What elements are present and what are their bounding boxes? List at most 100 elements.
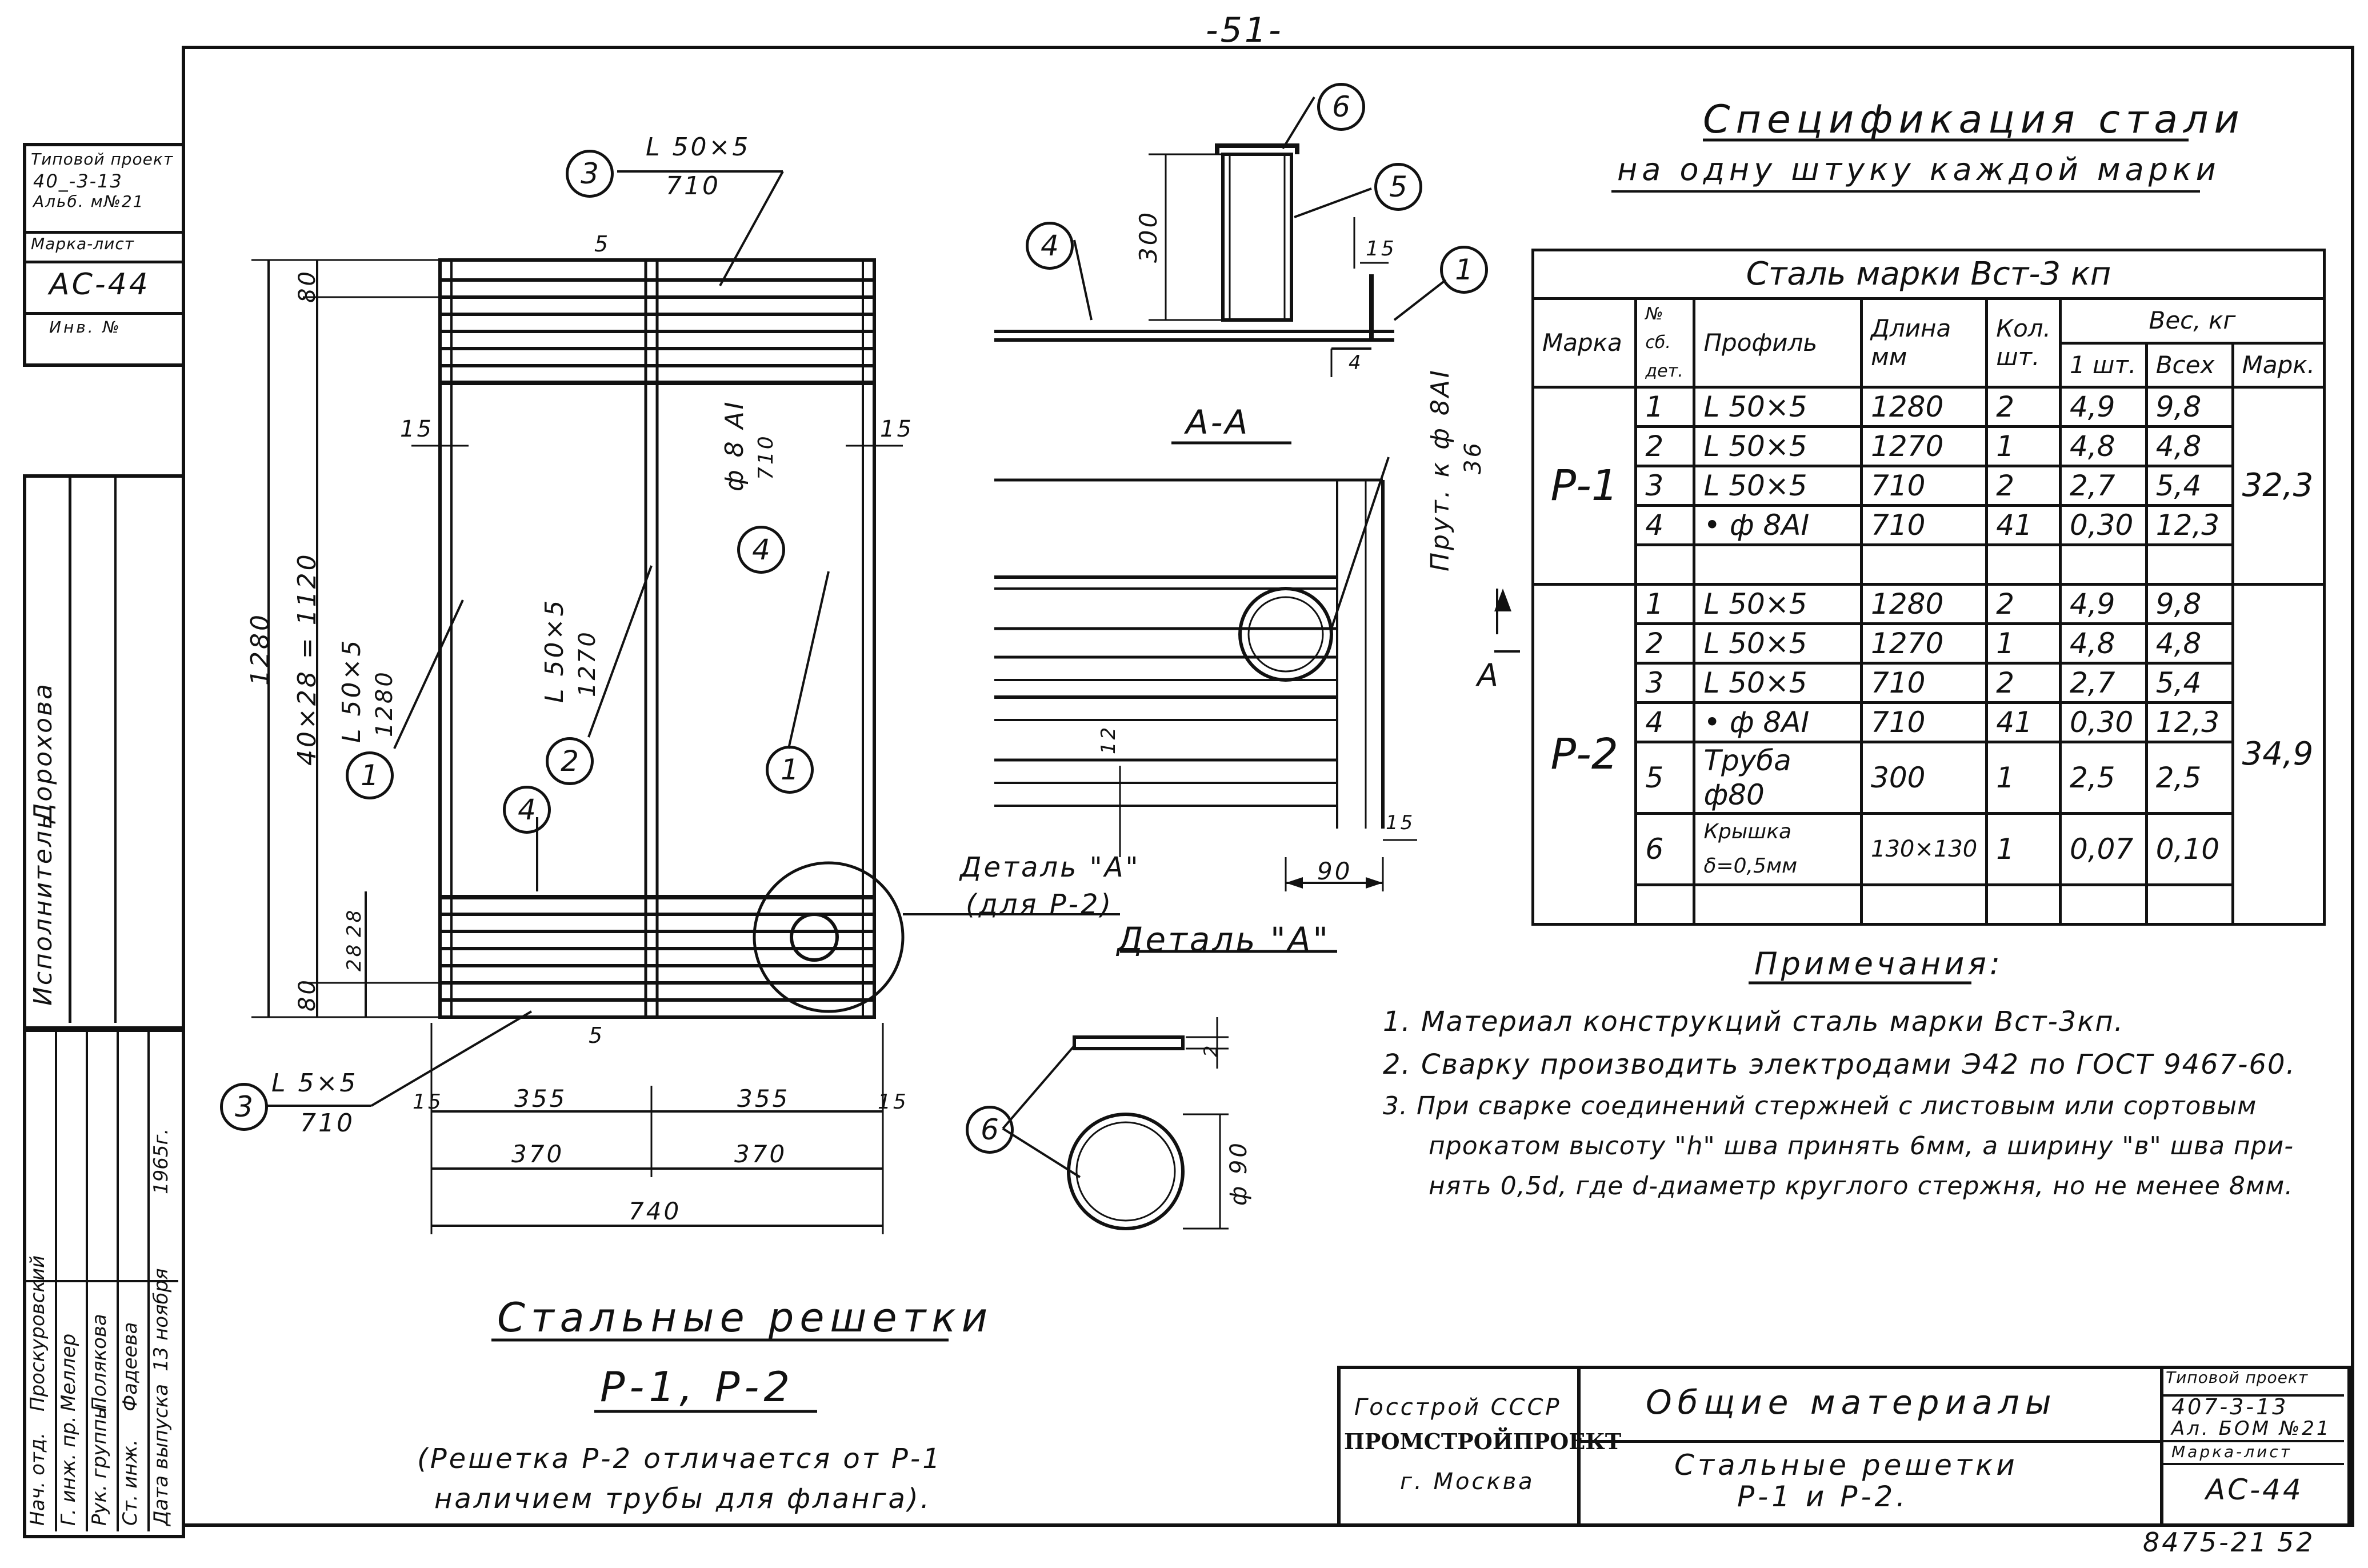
left-project-code: 40_-3-13 bbox=[33, 170, 123, 192]
tb-section: Общие материалы bbox=[1646, 1383, 2057, 1422]
hdr-profile: Профиль bbox=[1693, 297, 1863, 389]
tb-sheet-code: АС-44 bbox=[2206, 1473, 2303, 1506]
drawing-title-line2: Р-1, Р-2 bbox=[600, 1363, 795, 1411]
callout-4-bottom: 4 bbox=[503, 786, 551, 834]
group-total-p2: 34,9 bbox=[2231, 583, 2326, 926]
label-rod: ф 8 АI bbox=[720, 399, 749, 491]
detail-callout-line1: Деталь "А" bbox=[960, 851, 1141, 883]
dim-2: 2 bbox=[1200, 1043, 1222, 1057]
left-sheet-code: АС-44 bbox=[49, 267, 150, 302]
detail-label: Деталь "А" bbox=[1117, 920, 1331, 959]
callout-4-top: 4 bbox=[737, 526, 785, 574]
table-row: 2 L 50×5 1270 1 4,8 4,8 bbox=[1533, 425, 2325, 467]
note-3: 3. При сварке соединений стержней с лист… bbox=[1383, 1091, 2257, 1121]
footer-code: 8475-21 bbox=[2143, 1527, 2269, 1558]
hdr-all: Всех bbox=[2145, 341, 2234, 389]
dim-4: 4 bbox=[1349, 351, 1363, 374]
note-1: 1. Материал конструкций сталь марки Вст-… bbox=[1383, 1006, 2124, 1038]
table-row-empty bbox=[1533, 883, 2325, 926]
tb-org-line1: Госстрой СССР bbox=[1354, 1394, 1562, 1421]
dim-15-s2: 15 bbox=[1386, 811, 1415, 834]
note-3-cont2: нять 0,5d, где d-диаметр круглого стержн… bbox=[1429, 1171, 2294, 1201]
title-block bbox=[1337, 1366, 2351, 1527]
table-row: 3 L 50×5 710 2 2,7 5,4 bbox=[1533, 465, 2325, 507]
notes-title: Примечания: bbox=[1754, 946, 2004, 982]
table-row: Р-1 1 L 50×5 1280 2 4,9 9,8 32,3 bbox=[1531, 386, 2326, 586]
dim-370-right: 370 bbox=[734, 1140, 787, 1168]
table-row: Р-2 1 L 50×5 1280 2 4,9 9,8 34,9 bbox=[1531, 583, 2326, 926]
table-row: 3 L 50×5 710 2 2,7 5,4 bbox=[1533, 662, 2325, 704]
label-rod-section-count: 36 bbox=[1460, 441, 1486, 474]
group-total-p1: 32,3 bbox=[2231, 386, 2326, 586]
table-row-empty bbox=[1533, 543, 2325, 586]
label-profile-mid-len: 1270 bbox=[574, 630, 601, 697]
dim-15-right: 15 bbox=[880, 416, 914, 442]
note-3-cont1: прокатом высоту "h" шва принять 6мм, а ш… bbox=[1429, 1131, 2294, 1161]
table-row: 6 Крышка δ=0,5мм 130×130 1 0,07 0,10 bbox=[1533, 812, 2325, 886]
label-profile-top-len: 710 bbox=[666, 171, 721, 201]
dim-5-bottom: 5 bbox=[589, 1023, 605, 1048]
left-project-label: Типовой проект bbox=[31, 150, 174, 169]
dim-80-bottom: 80 bbox=[294, 978, 321, 1011]
section-label: А-А bbox=[1186, 403, 1250, 442]
group-mark-p2: Р-2 bbox=[1531, 583, 1638, 926]
table-row: 4 • ф 8АI 710 41 0,30 12,3 bbox=[1533, 701, 2325, 743]
dim-phi90: ф 90 bbox=[1226, 1141, 1252, 1206]
dim-15-left: 15 bbox=[400, 416, 434, 442]
note-2: 2. Сварку производить электродами Э42 по… bbox=[1383, 1049, 2296, 1081]
label-profile-bottom: L 5×5 bbox=[271, 1069, 358, 1098]
callout-2-mid: 2 bbox=[546, 737, 594, 785]
callout-4-section: 4 bbox=[1026, 222, 1074, 270]
callout-6-detail: 6 bbox=[966, 1106, 1014, 1154]
callout-1-right: 1 bbox=[766, 746, 814, 794]
footer-page: 52 bbox=[2277, 1527, 2315, 1558]
spec-table: Сталь марки Вст-3 кп Марка № сб. дет. Пр… bbox=[1531, 249, 2326, 926]
drawing-note-line1: (Решетка Р-2 отличается от Р-1 bbox=[417, 1443, 942, 1475]
callout-6-section: 6 bbox=[1317, 83, 1365, 131]
hdr-length: Длина мм bbox=[1860, 297, 1989, 389]
label-rod-section: Прут. к ф 8АI bbox=[1426, 368, 1455, 571]
callout-3-top: 3 bbox=[566, 150, 614, 198]
spec-subtitle: на одну штуку каждой марки bbox=[1617, 151, 2221, 187]
hdr-qty: Кол. шт. bbox=[1985, 297, 2062, 389]
hdr-num: № сб. дет. bbox=[1634, 297, 1696, 389]
left-stamp-top: Типовой проект 40_-3-13 Альб. м№21 Марка… bbox=[23, 143, 185, 367]
dim-12: 12 bbox=[1097, 725, 1120, 754]
dim-355-right: 355 bbox=[737, 1085, 790, 1113]
dim-15-bottom-left: 15 bbox=[413, 1090, 443, 1114]
dim-28a: 28 bbox=[343, 907, 366, 937]
hdr-weight: Вес, кг bbox=[2058, 297, 2326, 345]
dim-355-left: 355 bbox=[514, 1085, 567, 1113]
tb-sheet-title-line1: Стальные решетки bbox=[1674, 1449, 2018, 1482]
tb-sheet-title-line2: Р-1 и Р-2. bbox=[1737, 1480, 1909, 1513]
table-row: 2 L 50×5 1270 1 4,8 4,8 bbox=[1533, 622, 2325, 665]
dim-15-bottom-right: 15 bbox=[878, 1090, 909, 1114]
tb-org-line3: г. Москва bbox=[1400, 1469, 1535, 1495]
dim-height: 1280 bbox=[246, 613, 275, 686]
tb-mark-label: Марка-лист bbox=[2171, 1442, 2293, 1461]
dim-90: 90 bbox=[1317, 857, 1353, 885]
label-profile-top: L 50×5 bbox=[646, 133, 751, 162]
spec-title: Спецификация стали bbox=[1703, 97, 2245, 142]
dim-28b: 28 bbox=[343, 942, 366, 971]
left-stamp-signatures bbox=[23, 1029, 185, 1538]
callout-1-left: 1 bbox=[346, 751, 394, 799]
label-profile-left-len: 1280 bbox=[371, 670, 398, 737]
label-profile-bottom-len: 710 bbox=[300, 1109, 355, 1138]
tb-project-label: Типовой проект bbox=[2166, 1368, 2309, 1387]
detail-callout-line2: (для Р-2) bbox=[966, 889, 1114, 921]
left-inv-label: Инв. № bbox=[49, 318, 122, 337]
table-row: 5 Труба ф80 300 1 2,5 2,5 bbox=[1533, 741, 2325, 815]
spec-steel: Сталь марки Вст-3 кп bbox=[1531, 249, 2326, 300]
tb-project-code: 407-3-13 bbox=[2171, 1394, 2289, 1419]
drawing-title-line1: Стальные решетки bbox=[497, 1294, 994, 1341]
group-mark-p1: Р-1 bbox=[1531, 386, 1638, 586]
label-profile-mid: L 50×5 bbox=[540, 598, 569, 703]
dim-300: 300 bbox=[1134, 210, 1162, 263]
left-stamp-executor bbox=[23, 474, 185, 1030]
callout-5-section: 5 bbox=[1374, 163, 1422, 211]
dim-5-top: 5 bbox=[594, 231, 611, 257]
table-row: 4 • ф 8АI 710 41 0,30 12,3 bbox=[1533, 504, 2325, 546]
drawing-note-line2: наличием трубы для фланга). bbox=[434, 1483, 931, 1515]
